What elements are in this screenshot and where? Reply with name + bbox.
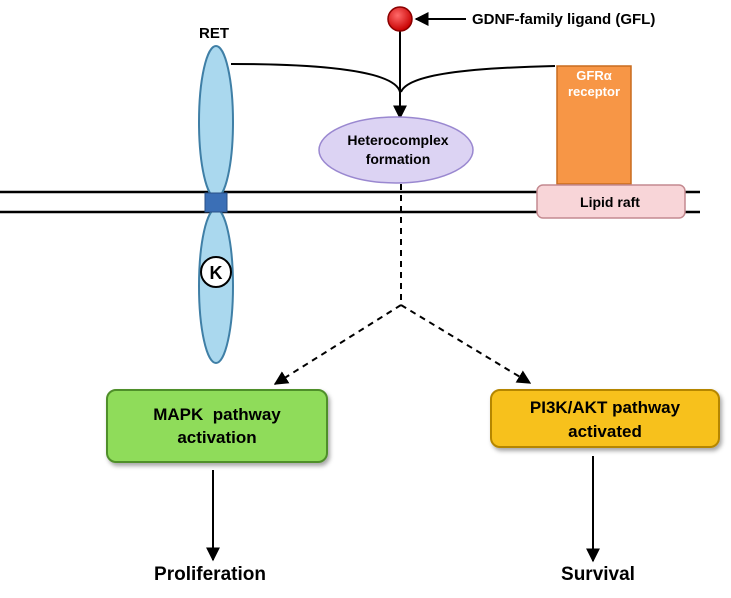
signal-dashed-to-pi3k [400, 304, 532, 384]
receptor-label-line1: GFRα [576, 68, 611, 83]
mapk-label-line2: activation [177, 428, 256, 447]
survival-label: Survival [561, 564, 635, 585]
pi3k-label-line2: activated [568, 422, 642, 441]
signal-dashed-to-mapk [273, 304, 402, 385]
pi3k-label-line1: PI3K/AKT pathway [530, 398, 681, 417]
lipid-raft [536, 184, 686, 219]
heterocomplex-node [318, 116, 474, 184]
ret-transmembrane-segment [204, 192, 228, 213]
receptor-to-complex-line [400, 65, 556, 93]
ret-label: RET [199, 25, 229, 42]
ligand-ball [387, 6, 413, 32]
ret-extracellular-domain [198, 45, 234, 199]
kinase-domain [200, 256, 232, 288]
heterocomplex-label-line1: Heterocomplex [347, 132, 448, 148]
proliferation-label: Proliferation [154, 564, 266, 585]
ligand-label: GDNF-family ligand (GFL) [472, 11, 655, 28]
mapk-pathway-box [106, 389, 328, 463]
mapk-label-line1: MAPK pathway [153, 405, 281, 424]
heterocomplex-label-line2: formation [366, 151, 431, 167]
kinase-label: K [210, 263, 223, 283]
gfr-alpha-receptor [556, 65, 632, 185]
pi3k-akt-pathway-box [490, 389, 720, 448]
lipid-raft-label: Lipid raft [580, 194, 640, 210]
ret-to-complex-line [230, 63, 401, 93]
receptor-label-line2: receptor [568, 84, 620, 99]
